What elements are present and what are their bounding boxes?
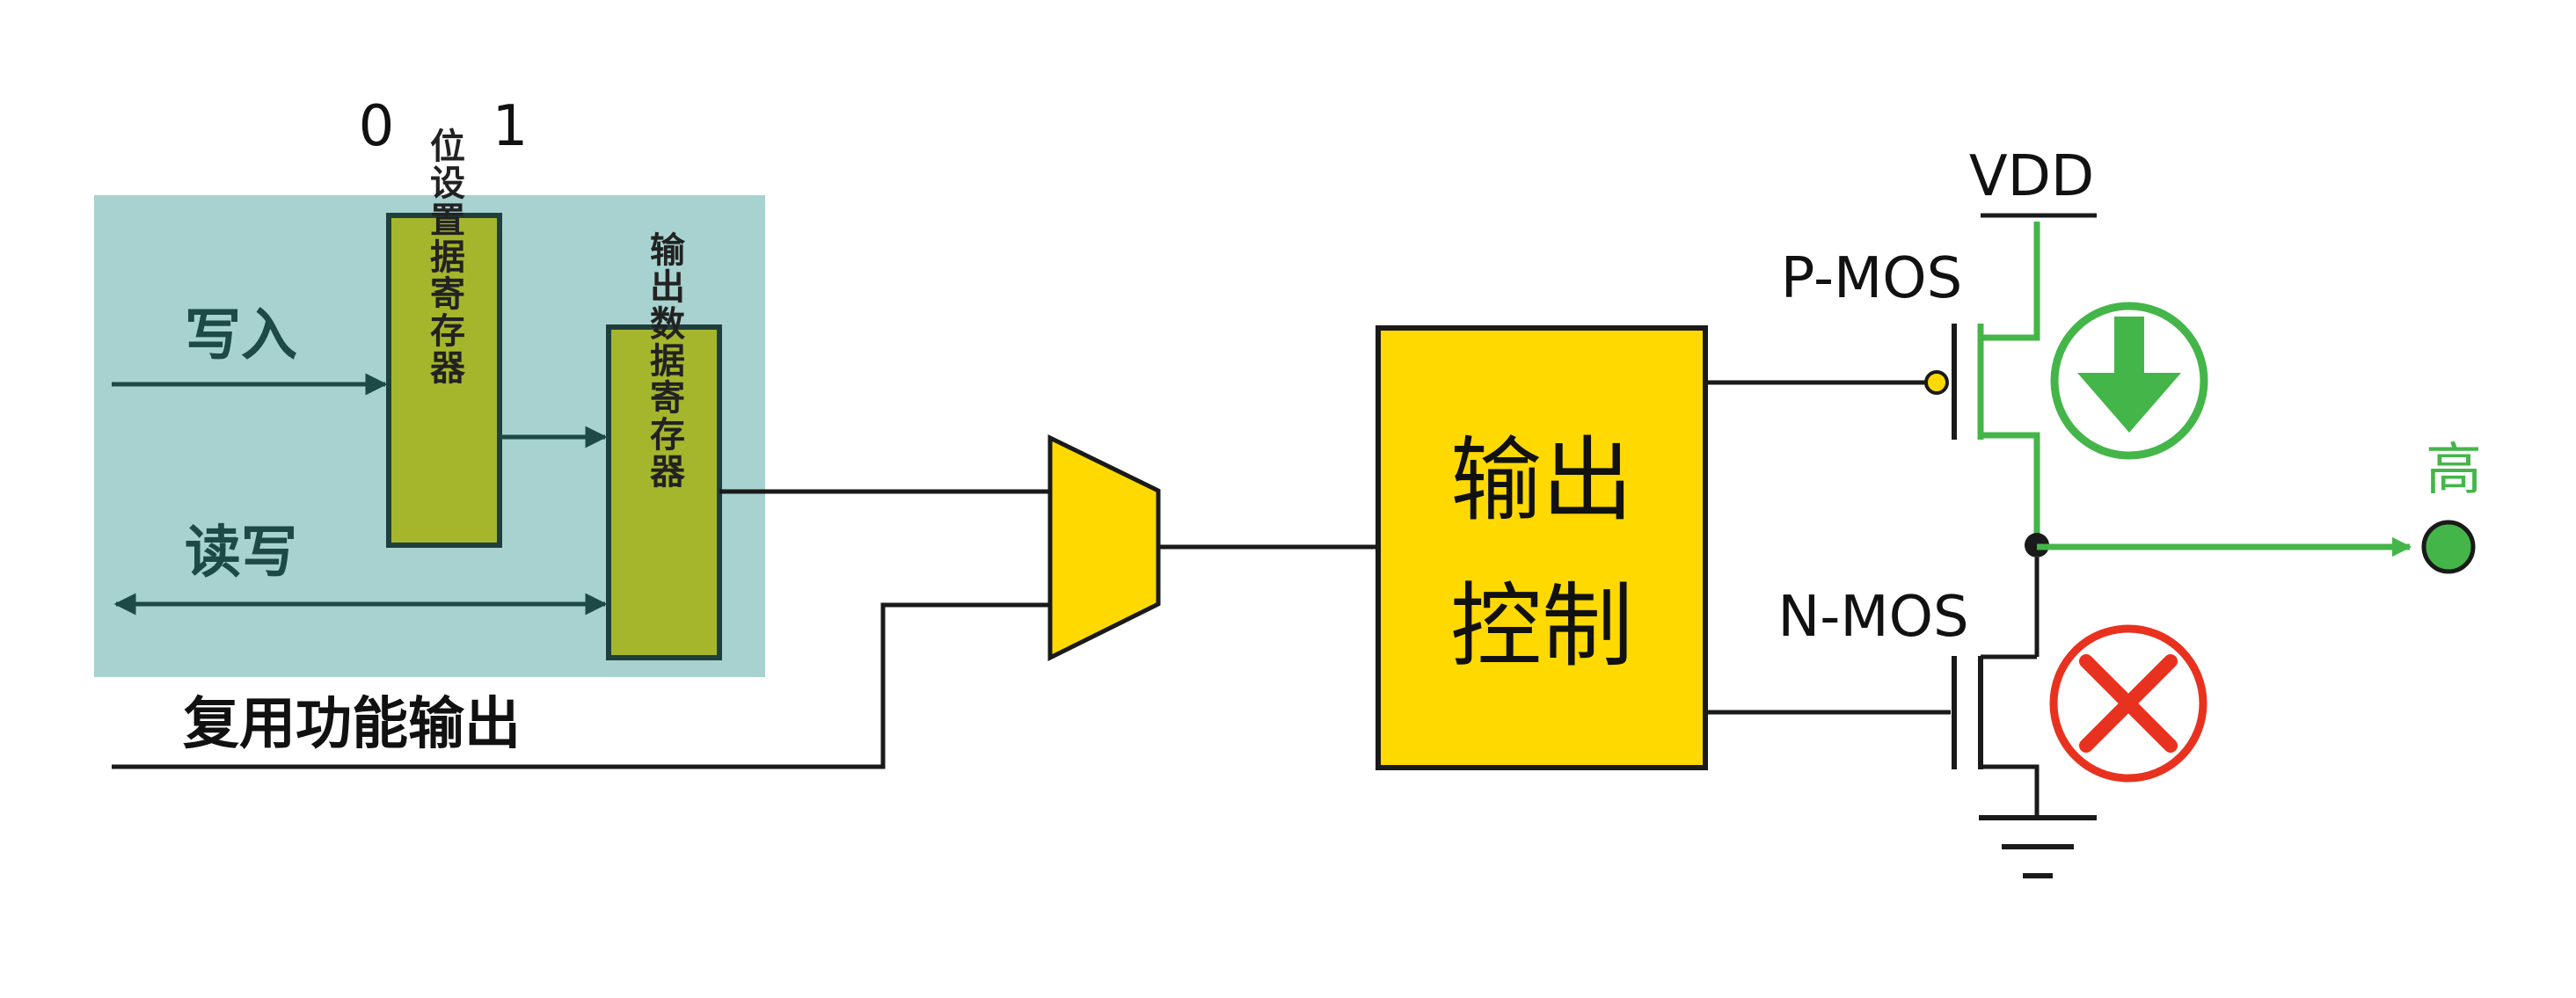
alt-function-wire bbox=[112, 602, 1050, 769]
write-label: 写入 bbox=[185, 303, 297, 368]
nmos-source-path bbox=[1981, 764, 2040, 818]
output-mux bbox=[1047, 433, 1161, 662]
pmos-drain-path bbox=[1981, 432, 2040, 545]
odr-register-box bbox=[606, 324, 722, 660]
cross-circle-icon bbox=[2049, 624, 2207, 783]
output-level-label: 高 bbox=[2426, 438, 2482, 503]
nmos-label: N-MOS bbox=[1777, 585, 1968, 650]
alt-function-label: 复用功能输出 bbox=[183, 692, 521, 757]
bsrr-register-label: 位设置据寄存器 bbox=[424, 127, 465, 386]
vdd-label: VDD bbox=[1969, 144, 2094, 209]
output-control-label-line2: 控制 bbox=[1450, 572, 1633, 680]
pmos-label: P-MOS bbox=[1781, 246, 1963, 311]
ground-symbol bbox=[1979, 815, 2097, 878]
output-control-box bbox=[1376, 325, 1708, 770]
bsrr-register-box bbox=[386, 213, 502, 548]
pmos-gate-bubble bbox=[1924, 370, 1949, 395]
bit-label-1: 1 bbox=[493, 94, 529, 159]
output-pin bbox=[2421, 520, 2476, 574]
bit-label-0: 0 bbox=[359, 94, 395, 159]
pmos-conduction-path bbox=[1981, 222, 2040, 341]
down-arrow-circle-icon bbox=[2050, 302, 2208, 460]
odr-register-label: 输出数据寄存器 bbox=[644, 231, 685, 490]
output-control-label-line1: 输出 bbox=[1450, 426, 1633, 534]
readwrite-label: 读写 bbox=[185, 521, 297, 586]
